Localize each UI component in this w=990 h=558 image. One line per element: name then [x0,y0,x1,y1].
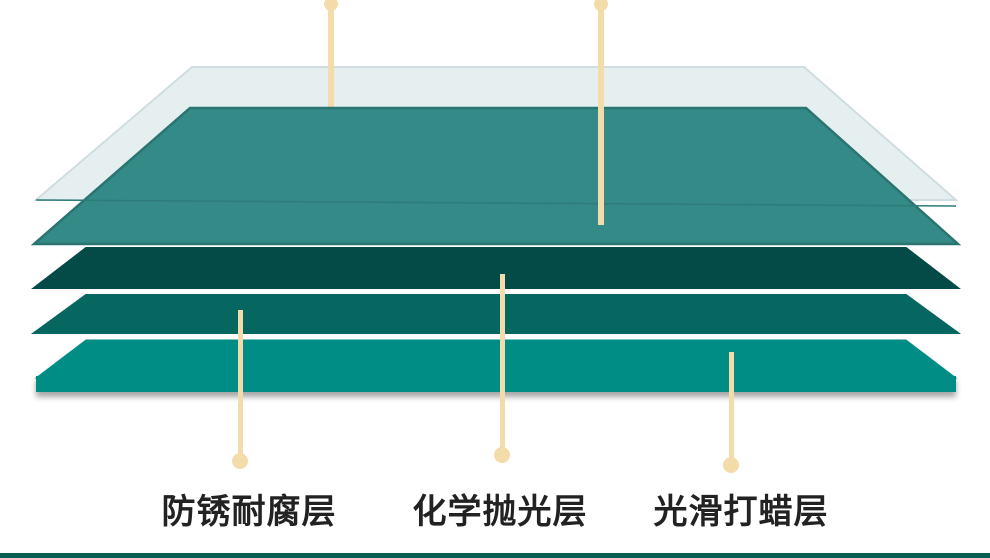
pin-right [723,352,739,473]
pin-left [232,310,248,469]
pin-top-left [324,0,338,165]
top-layer [30,106,962,246]
bottom-divider [0,553,990,558]
mid-layer-3 [30,294,962,334]
pin-top-right [594,0,608,225]
label-smooth-wax-layer: 光滑打蜡层 [653,492,829,532]
pin-middle [494,274,510,463]
top-layer-crease [35,199,957,207]
label-anti-rust-layer: 防锈耐腐层 [161,492,337,532]
mid-layer-2 [31,247,961,289]
base-layer [34,339,958,392]
label-chemical-polish-layer: 化学抛光层 [412,492,588,532]
